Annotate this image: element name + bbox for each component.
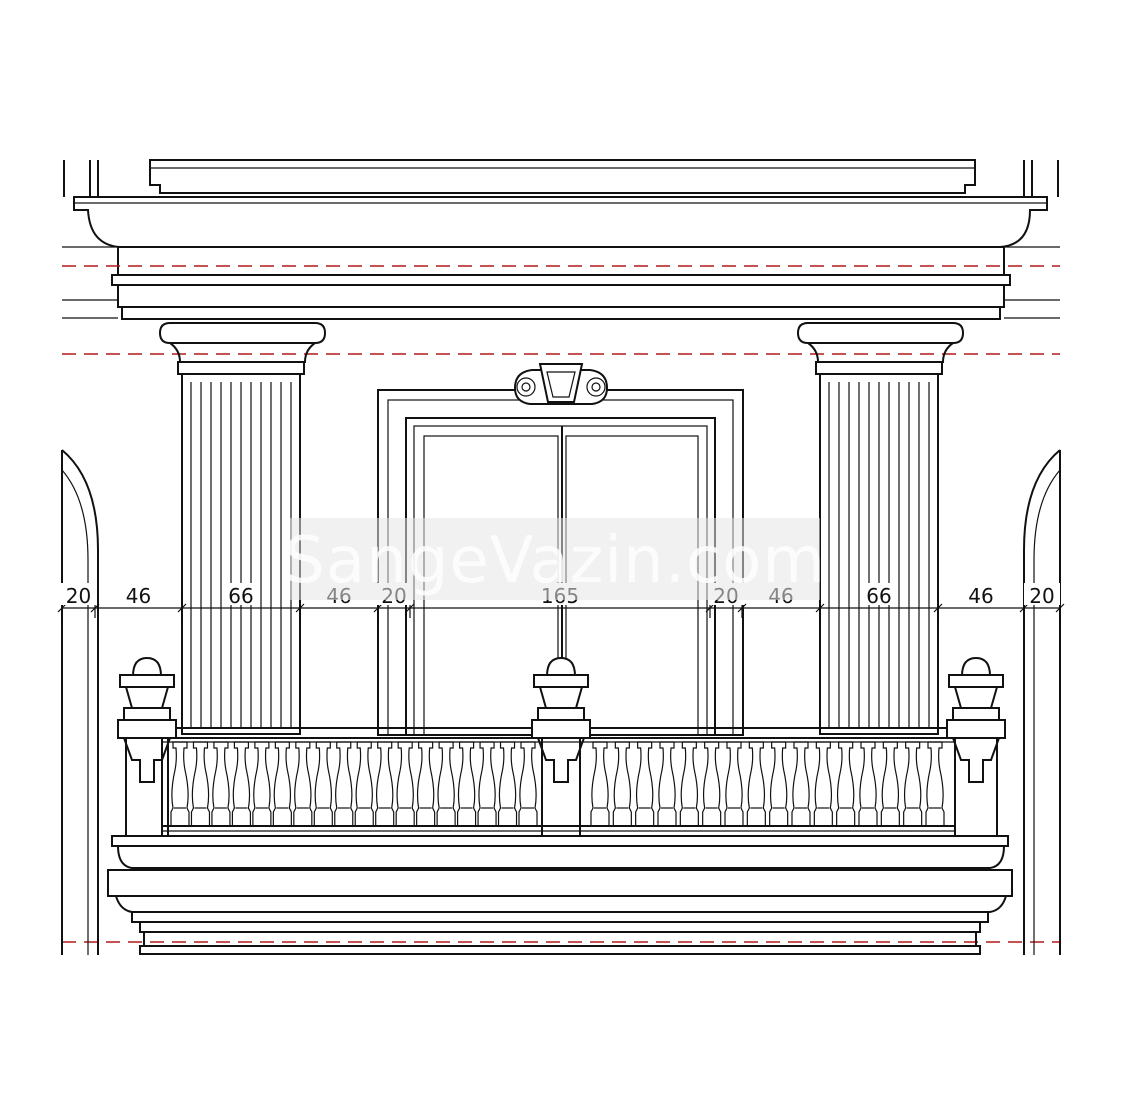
dimension-label: 20: [66, 584, 91, 608]
dimension-label-bg: [861, 583, 897, 605]
baluster: [813, 741, 833, 827]
dimension-label-bg: [223, 583, 259, 605]
baluster: [746, 741, 766, 827]
right-column: [796, 322, 965, 735]
baluster: [518, 741, 538, 827]
baluster: [635, 741, 655, 827]
finial-post-left: [117, 656, 177, 837]
baluster: [769, 741, 789, 827]
baluster: [497, 741, 518, 827]
baluster: [477, 741, 497, 827]
watermark-text: SangeVazin.com: [284, 524, 825, 598]
baluster: [416, 741, 436, 827]
dimension-label-bg: [60, 583, 97, 605]
baluster: [395, 741, 415, 827]
dimension-label: 66: [866, 584, 891, 608]
dimension-label: 66: [228, 584, 253, 608]
dimension-label-bg: [120, 583, 157, 605]
baluster: [211, 741, 231, 827]
baluster: [272, 741, 292, 827]
dimension-label-bg: [963, 583, 999, 605]
finial-post-center: [531, 656, 591, 837]
baluster: [590, 741, 610, 827]
watermark: SangeVazin.com: [284, 518, 825, 600]
dimension-label-bg: [1024, 583, 1060, 605]
balcony-base: [107, 835, 1013, 955]
baluster: [436, 741, 456, 827]
baluster: [858, 741, 878, 827]
baluster: [679, 741, 699, 827]
dimension-label: 20: [1029, 584, 1054, 608]
dimension-label: 46: [968, 584, 993, 608]
baluster: [724, 741, 744, 827]
baluster: [657, 741, 677, 827]
baluster: [231, 741, 252, 827]
baluster: [354, 741, 374, 827]
baluster: [293, 741, 313, 827]
keystone-ornament: [513, 363, 609, 405]
baluster: [170, 741, 190, 827]
baluster: [836, 741, 856, 827]
baluster: [252, 741, 272, 827]
baluster: [702, 741, 722, 827]
baluster: [313, 741, 333, 827]
balustrade: [117, 656, 1006, 837]
finial-post-right: [946, 656, 1006, 837]
baluster: [334, 741, 354, 827]
watermark-band: [290, 518, 820, 600]
baluster: [791, 741, 811, 827]
dimension-label: 46: [126, 584, 151, 608]
baluster: [880, 741, 900, 827]
baluster: [375, 741, 395, 827]
side-arches: [61, 449, 1061, 955]
dashed-guides: [62, 265, 1060, 943]
baluster: [925, 741, 945, 827]
top-cornice: [62, 159, 1060, 320]
baluster: [903, 741, 923, 827]
baluster: [612, 741, 632, 827]
baluster: [190, 741, 211, 827]
baluster: [456, 741, 477, 827]
